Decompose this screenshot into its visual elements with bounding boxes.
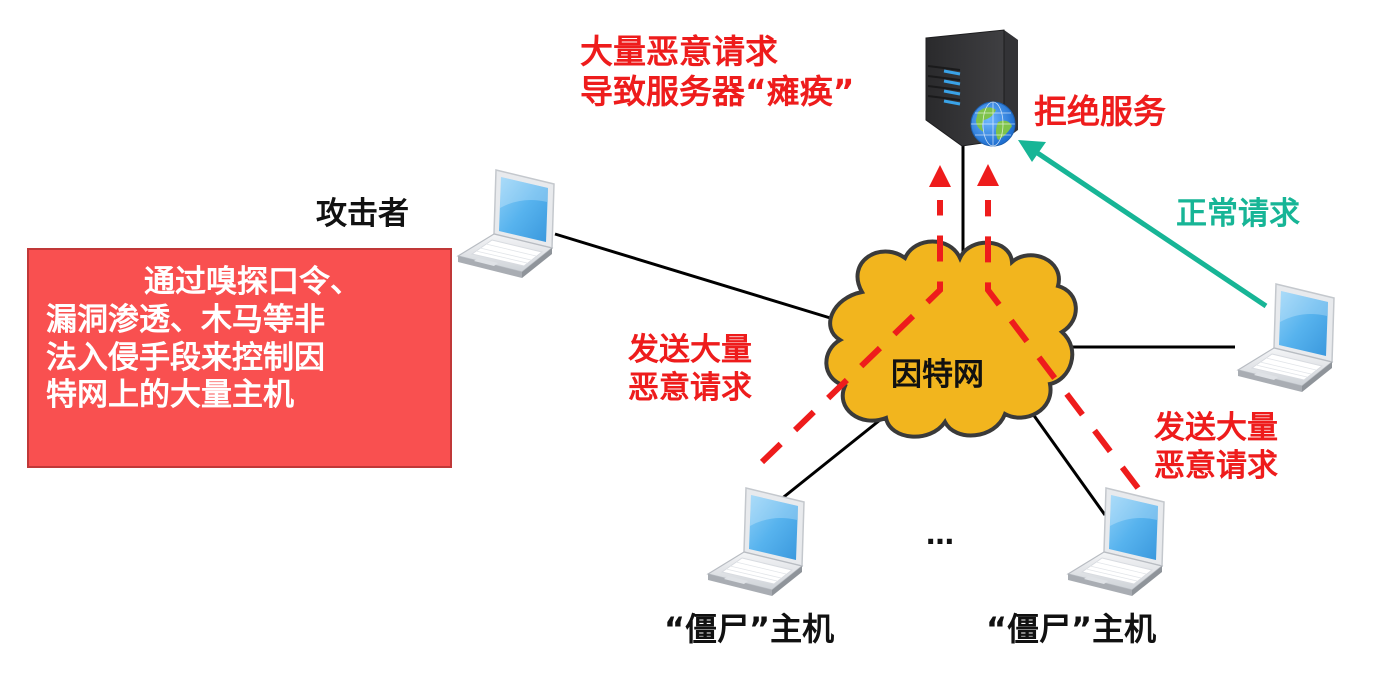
more-hosts-ellipsis: … bbox=[926, 518, 954, 551]
internet-cloud-icon bbox=[824, 239, 1078, 439]
edge-zombie-left-internet bbox=[779, 418, 881, 502]
globe-icon bbox=[970, 101, 1016, 147]
malicious-path-left bbox=[759, 200, 943, 465]
denial-of-service-label: 拒绝服务 bbox=[1034, 92, 1166, 131]
attacker-laptop-icon bbox=[457, 169, 555, 279]
malicious-right-line-2: 恶意请求 bbox=[1154, 447, 1278, 484]
malicious-request-paths bbox=[759, 200, 1141, 490]
normal-request-label: 正常请求 bbox=[1176, 196, 1300, 232]
zombie-left-label: “僵尸”主机 bbox=[664, 610, 835, 648]
description-line-4: 特网上的大量主机 bbox=[46, 377, 294, 414]
normal-client-laptop-icon bbox=[1237, 283, 1335, 393]
malicious-left-line-1: 发送大量 bbox=[628, 332, 752, 368]
malicious-arrowhead-left bbox=[929, 165, 951, 187]
malicious-right-line-1: 发送大量 bbox=[1154, 410, 1278, 446]
zombie-left-laptop-icon bbox=[707, 487, 805, 597]
malicious-right-label: 发送大量 恶意请求 bbox=[1154, 410, 1278, 486]
internet-label: 因特网 bbox=[891, 357, 984, 393]
malicious-left-line-2: 恶意请求 bbox=[628, 369, 752, 406]
description-line-1: 通过嗅探口令、 bbox=[144, 264, 361, 300]
zombie-right-label: “僵尸”主机 bbox=[986, 610, 1157, 648]
malicious-path-right bbox=[985, 200, 1141, 490]
dos-cause-line-2: 导致服务器“瘫痪” bbox=[580, 72, 855, 112]
description-line-3: 法入侵手段来控制因 bbox=[46, 339, 325, 376]
description-line-2: 漏洞渗透、木马等非 bbox=[46, 301, 325, 338]
malicious-left-label: 发送大量 恶意请求 bbox=[628, 332, 752, 408]
dos-cause-label: 大量恶意请求 导致服务器“瘫痪” bbox=[580, 32, 854, 113]
malicious-arrowhead-right bbox=[977, 164, 999, 186]
attacker-description-box: 通过嗅探口令、 漏洞渗透、木马等非 法入侵手段来控制因 特网上的大量主机 bbox=[27, 248, 452, 468]
normal-request-arrow bbox=[1018, 140, 1268, 309]
zombie-right-laptop-icon bbox=[1067, 487, 1165, 597]
edge-attacker-internet bbox=[554, 232, 851, 326]
edge-zombie-right-internet bbox=[1028, 409, 1107, 516]
dos-cause-line-1: 大量恶意请求 bbox=[580, 32, 778, 71]
attacker-label: 攻击者 bbox=[316, 196, 409, 232]
